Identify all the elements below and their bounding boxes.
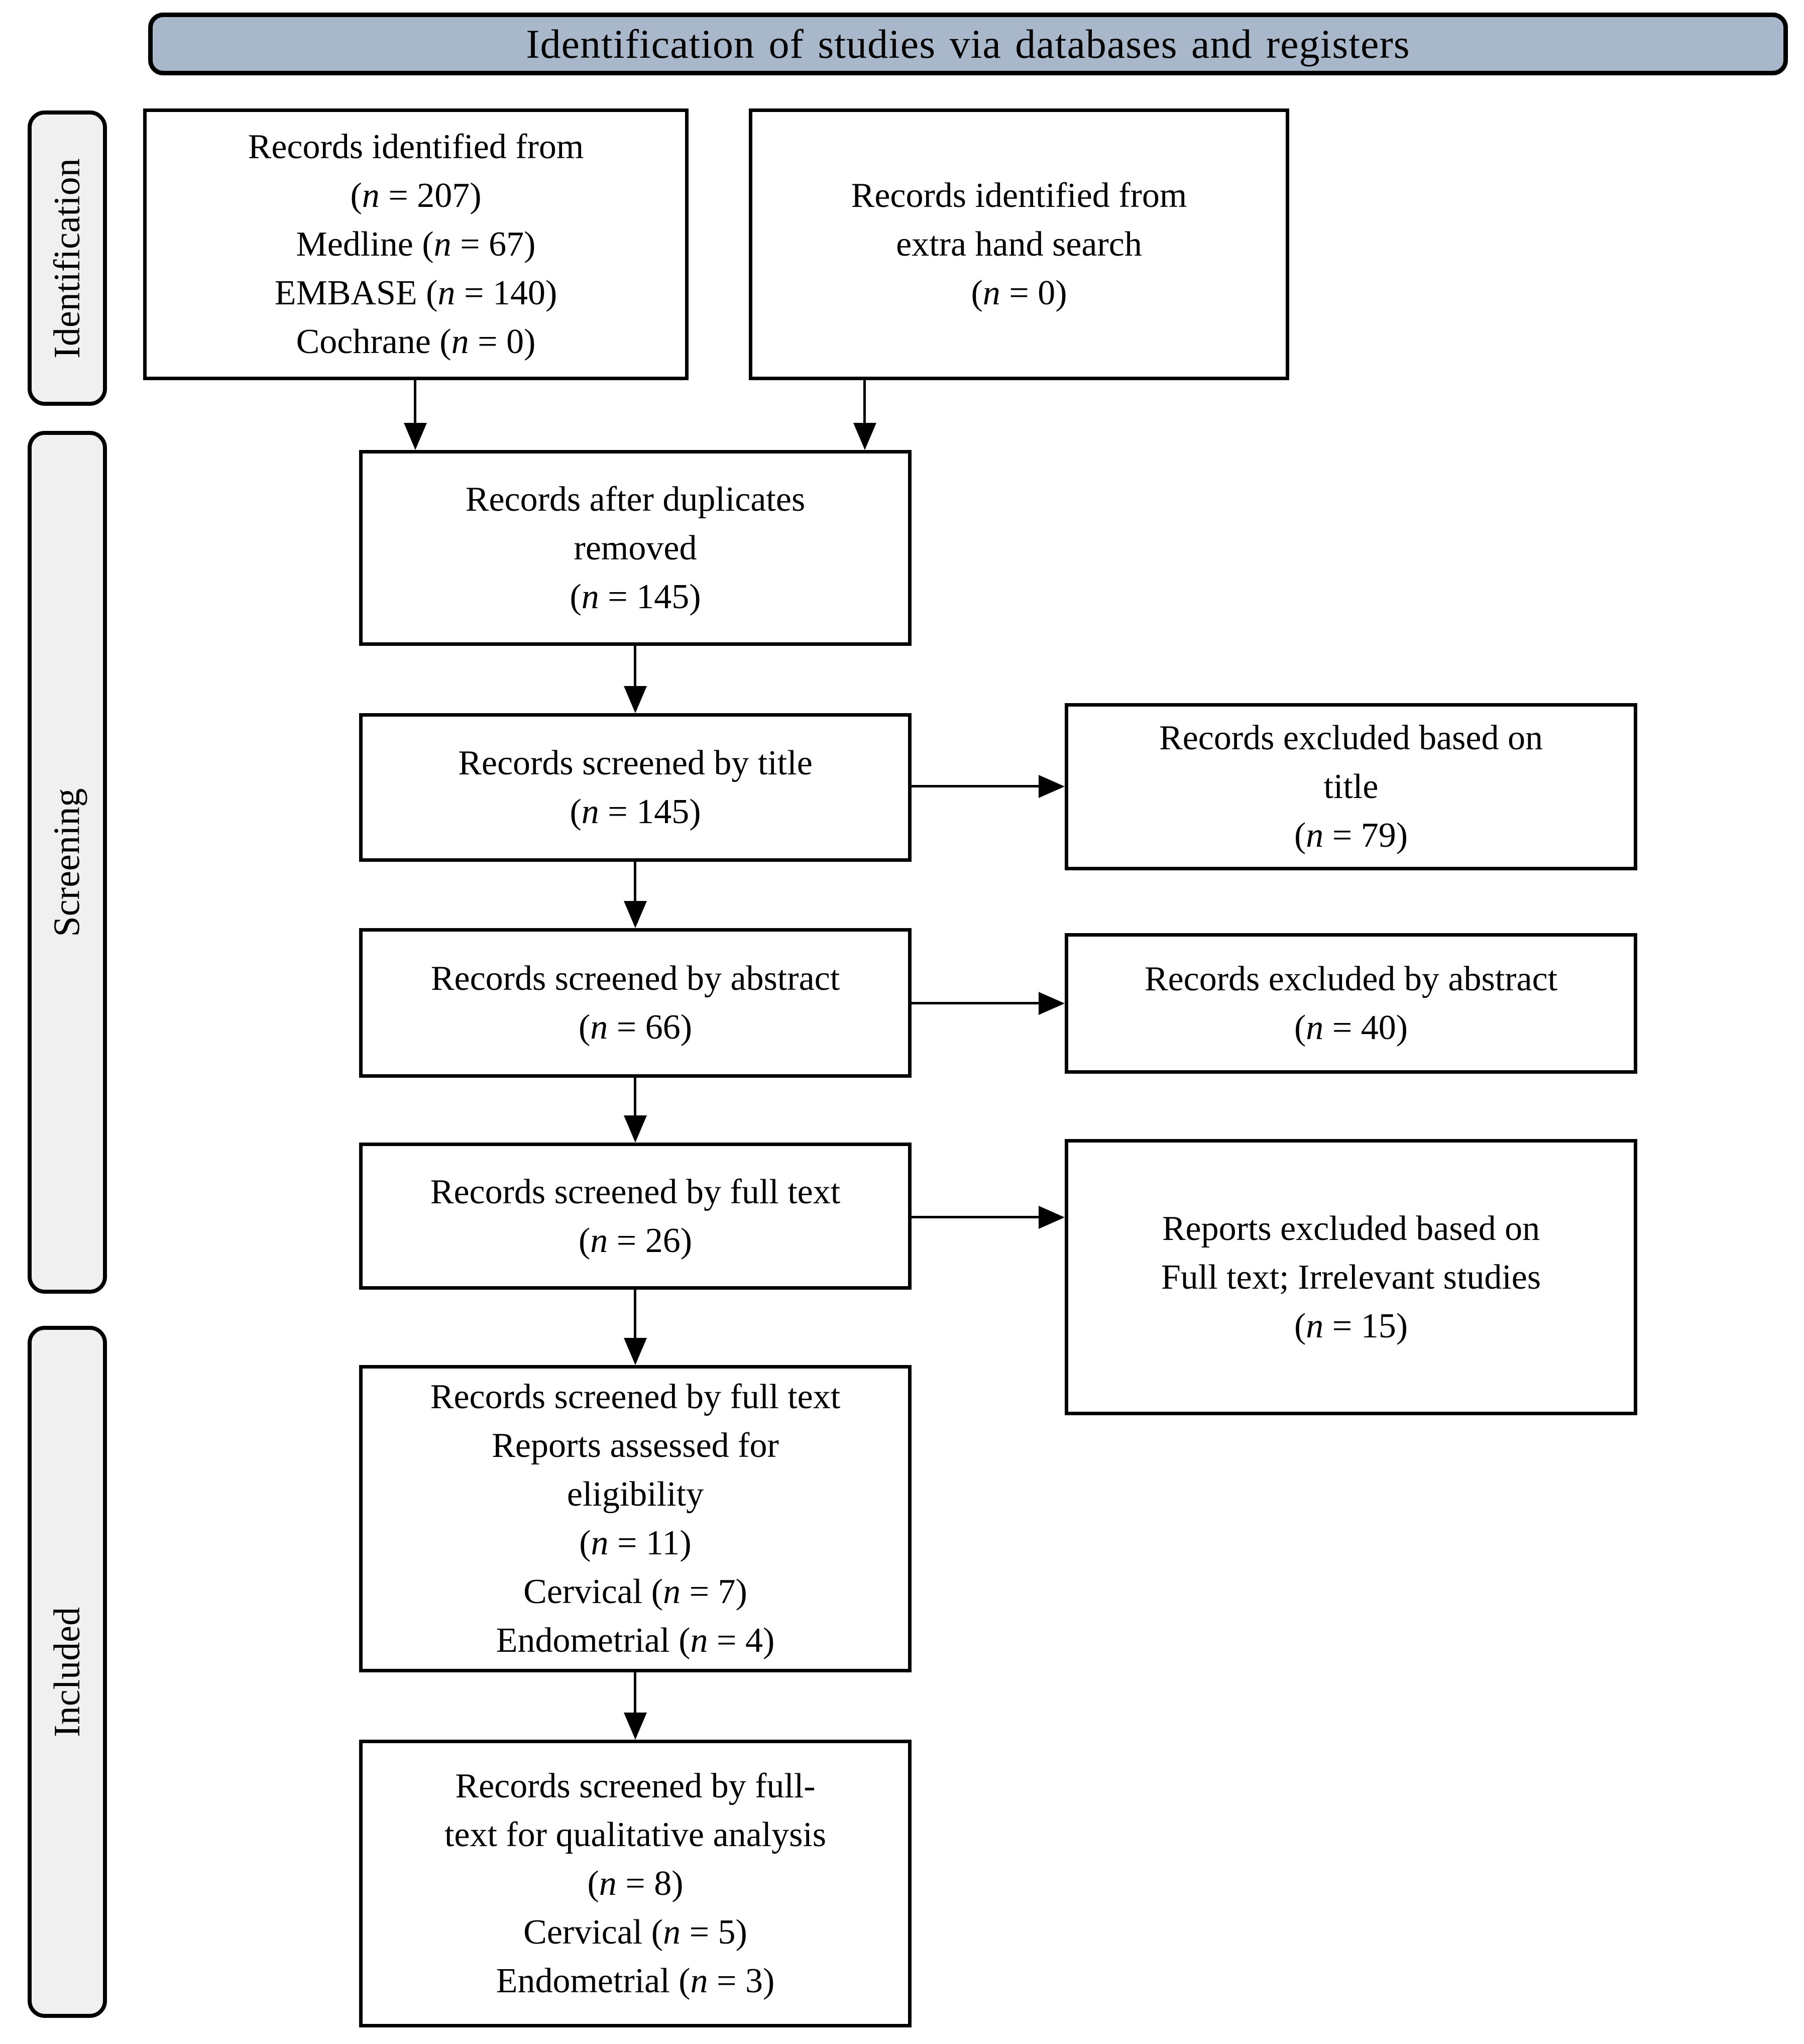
box-line: Cervical (n = 5): [523, 1913, 747, 1952]
box-line: (n = 0): [971, 274, 1067, 312]
box-records-identified-handsearch: Records identified from extra hand search…: [749, 108, 1289, 380]
box-line: Medline (n = 67): [296, 225, 536, 264]
arrow-head: [404, 423, 427, 450]
box-line: (n = 11): [579, 1524, 692, 1562]
box-line: (n = 15): [1294, 1306, 1408, 1345]
box-line: Endometrial (n = 3): [496, 1962, 775, 2000]
box-line: Records after duplicates: [465, 480, 806, 519]
box-lines: Records screened by abstract (n = 66): [363, 954, 908, 1052]
title-banner: Identification of studies via databases …: [148, 13, 1788, 75]
box-line: Full text; Irrelevant studies: [1161, 1258, 1541, 1297]
box-screened-by-abstract: Records screened by abstract (n = 66): [359, 928, 912, 1078]
box-line: Records screened by full text: [430, 1378, 841, 1416]
arrow-head: [624, 1115, 647, 1143]
box-qualitative-analysis: Records screened by full-text for qualit…: [359, 1740, 912, 2027]
box-line: removed: [574, 528, 697, 567]
box-line: text for qualitative analysis: [444, 1815, 827, 1854]
box-line: (n = 40): [1294, 1008, 1408, 1047]
phase-pill-identification: Identification: [28, 110, 107, 406]
arrow-shaft: [912, 1216, 1042, 1218]
phase-label-screening: Screening: [46, 788, 88, 937]
arrow-shaft: [634, 646, 636, 688]
box-line: (n = 145): [570, 792, 701, 831]
box-lines: Records identified from extra hand search…: [752, 171, 1286, 317]
box-lines: Records excluded by abstract (n = 40): [1068, 955, 1634, 1052]
box-line: extra hand search: [896, 225, 1142, 264]
box-line: title: [1323, 767, 1379, 806]
arrow-shaft: [912, 785, 1042, 787]
box-lines: Records screened by title (n = 145): [363, 739, 908, 836]
box-line: (n = 207): [350, 176, 482, 215]
box-excluded-by-abstract: Records excluded by abstract (n = 40): [1065, 933, 1637, 1074]
box-line: Records screened by full text: [430, 1172, 841, 1211]
box-line: Records excluded by abstract: [1144, 960, 1558, 998]
arrow-shaft: [912, 1002, 1042, 1004]
box-lines: Records excluded based on title (n = 79): [1068, 714, 1634, 860]
box-line: Records excluded based on: [1159, 719, 1543, 757]
box-lines: Records after duplicates removed (n = 145): [363, 475, 908, 621]
phase-label-included: Included: [46, 1607, 88, 1737]
box-line: (n = 8): [587, 1864, 684, 1903]
box-line: Cervical (n = 7): [523, 1572, 747, 1611]
box-lines: Reports excluded based on Full text; Irre…: [1068, 1204, 1634, 1350]
arrow-head: [853, 423, 876, 450]
box-line: eligibility: [567, 1475, 704, 1514]
box-line: Records identified from: [248, 128, 584, 166]
arrow-head: [1039, 992, 1065, 1015]
arrow-shaft: [634, 1078, 636, 1117]
box-line: Reports excluded based on: [1162, 1209, 1540, 1248]
box-line: (n = 26): [578, 1221, 693, 1260]
arrow-head: [624, 1338, 647, 1365]
box-line: Records screened by title: [458, 744, 813, 782]
box-excluded-by-fulltext: Reports excluded based on Full text; Irre…: [1065, 1139, 1637, 1415]
arrow-shaft: [634, 862, 636, 903]
box-line: Records screened by abstract: [430, 959, 840, 998]
box-lines: Records identified from (n = 207) Medline …: [147, 123, 685, 366]
title-banner-label: Identification of studies via databases …: [526, 21, 1410, 67]
box-records-identified-databases: Records identified from (n = 207) Medline …: [143, 108, 689, 380]
arrow-shaft: [634, 1672, 636, 1715]
arrow-head: [624, 901, 647, 928]
arrow-shaft: [414, 380, 416, 425]
phase-pill-screening: Screening: [28, 431, 107, 1294]
phase-pill-included: Included: [28, 1326, 107, 2018]
box-line: Endometrial (n = 4): [496, 1621, 775, 1660]
box-line: Records screened by full-: [455, 1767, 816, 1805]
box-line: (n = 145): [570, 577, 701, 616]
box-line: (n = 66): [578, 1008, 693, 1047]
arrow-head: [624, 686, 647, 713]
box-line: Cochrane (n = 0): [296, 322, 536, 361]
box-line: Reports assessed for: [492, 1426, 779, 1465]
box-screened-by-fulltext: Records screened by full text (n = 26): [359, 1143, 912, 1290]
box-line: EMBASE (n = 140): [274, 274, 557, 312]
arrow-head: [624, 1713, 647, 1740]
arrow-head: [1039, 775, 1065, 798]
box-lines: Records screened by full text (n = 26): [363, 1168, 908, 1265]
box-excluded-by-title: Records excluded based on title (n = 79): [1065, 703, 1637, 870]
arrow-head: [1039, 1206, 1065, 1229]
arrow-shaft: [634, 1290, 636, 1340]
phase-label-identification: Identification: [46, 158, 88, 359]
box-line: (n = 79): [1294, 816, 1408, 855]
box-lines: Records screened by full-text for qualit…: [363, 1762, 908, 2005]
box-screened-by-title: Records screened by title (n = 145): [359, 713, 912, 862]
box-duplicates-removed: Records after duplicates removed (n = 145): [359, 450, 912, 646]
arrow-shaft: [863, 380, 866, 425]
box-line: Records identified from: [851, 176, 1187, 215]
